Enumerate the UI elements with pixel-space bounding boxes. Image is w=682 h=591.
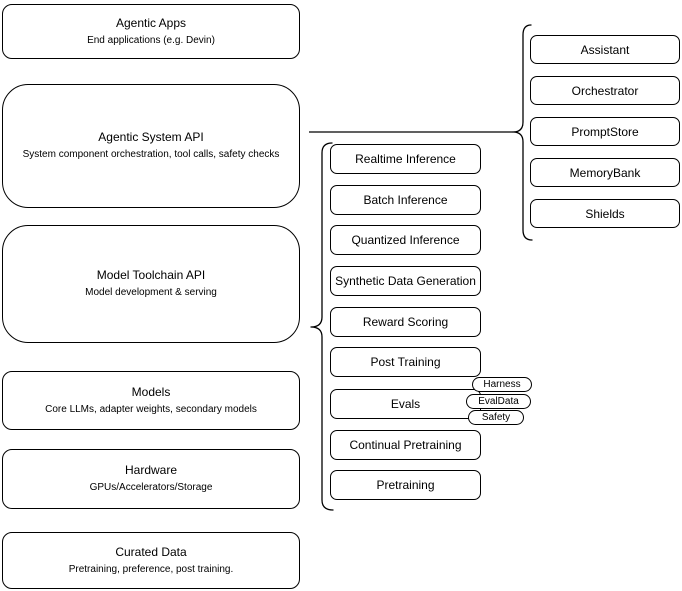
node-title: Agentic System API (98, 130, 204, 145)
node-title: Agentic Apps (115, 15, 187, 30)
tag-label: Safety (481, 412, 511, 423)
node-model-toolchain-api: Model Toolchain API Model development & … (2, 225, 300, 343)
node-label: PromptStore (571, 124, 639, 139)
node-evals: Evals (330, 389, 481, 419)
node-subtitle: End applications (e.g. Devin) (87, 34, 215, 46)
node-label: Post Training (370, 355, 441, 369)
node-label: Reward Scoring (362, 315, 449, 329)
node-orchestrator: Orchestrator (530, 76, 680, 105)
node-promptstore: PromptStore (530, 117, 680, 146)
node-batch-inference: Batch Inference (330, 185, 481, 215)
node-synthetic-data-generation: Synthetic Data Generation (330, 266, 481, 296)
node-label: Quantized Inference (351, 233, 460, 247)
node-label: Assistant (580, 42, 630, 57)
node-pretraining: Pretraining (330, 470, 481, 500)
node-subtitle: Pretraining, preference, post training. (68, 563, 234, 575)
node-shields: Shields (530, 199, 680, 228)
node-title: Curated Data (115, 544, 187, 559)
tag-harness: Harness (472, 377, 532, 392)
tag-safety: Safety (468, 410, 524, 425)
node-quantized-inference: Quantized Inference (330, 225, 481, 255)
tag-evaldata: EvalData (466, 394, 531, 409)
node-agentic-apps: Agentic Apps End applications (e.g. Devi… (2, 4, 300, 59)
node-label: Evals (390, 397, 421, 411)
node-label: Realtime Inference (355, 152, 456, 166)
node-memorybank: MemoryBank (530, 158, 680, 187)
toolchain-group-brace (310, 142, 334, 511)
node-label: Pretraining (376, 478, 435, 492)
node-continual-pretraining: Continual Pretraining (330, 430, 481, 460)
node-label: Synthetic Data Generation (335, 274, 476, 288)
node-label: Batch Inference (363, 193, 448, 207)
node-agentic-system-api: Agentic System API System component orch… (2, 84, 300, 208)
node-hardware: Hardware GPUs/Accelerators/Storage (2, 449, 300, 509)
node-reward-scoring: Reward Scoring (330, 307, 481, 337)
node-subtitle: Model development & serving (85, 287, 217, 299)
node-title: Hardware (124, 463, 178, 478)
node-subtitle: Core LLMs, adapter weights, secondary mo… (45, 403, 257, 415)
node-title: Model Toolchain API (96, 268, 206, 283)
tag-label: Harness (483, 379, 521, 390)
tag-label: EvalData (478, 396, 519, 407)
node-curated-data: Curated Data Pretraining, preference, po… (2, 532, 300, 589)
node-realtime-inference: Realtime Inference (330, 144, 481, 174)
node-label: Orchestrator (571, 83, 639, 98)
node-title: Models (131, 384, 171, 399)
node-label: Shields (585, 206, 625, 221)
node-assistant: Assistant (530, 35, 680, 64)
node-subtitle: System component orchestration, tool cal… (22, 149, 280, 161)
system-group-brace (512, 24, 533, 241)
node-label: Continual Pretraining (349, 438, 462, 452)
node-post-training: Post Training (330, 347, 481, 377)
node-subtitle: GPUs/Accelerators/Storage (89, 482, 213, 494)
node-label: MemoryBank (569, 165, 641, 180)
node-models: Models Core LLMs, adapter weights, secon… (2, 371, 300, 430)
